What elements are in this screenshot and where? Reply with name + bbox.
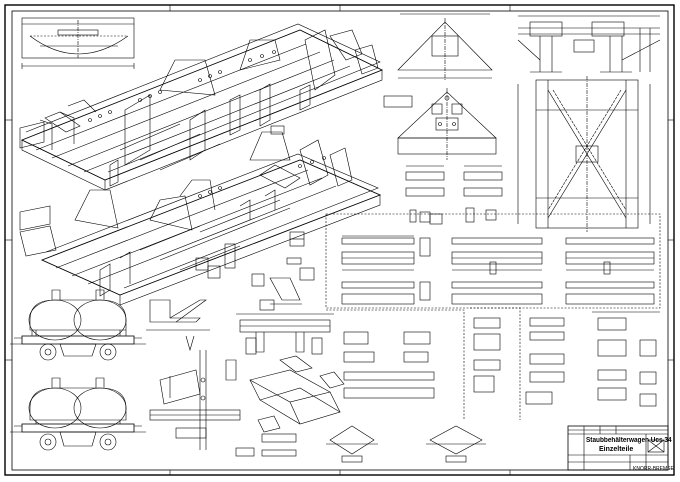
small-parts-bottom-center bbox=[235, 433, 297, 457]
angled-bracket-bottom-right bbox=[426, 425, 486, 463]
title-block bbox=[567, 425, 669, 471]
vertical-post-detail bbox=[149, 350, 241, 450]
beam-detail-top-left bbox=[21, 17, 135, 69]
chassis-frame-isometric-lower bbox=[19, 131, 382, 306]
detail-cluster-middle bbox=[343, 311, 660, 407]
crossmember-isometric bbox=[249, 355, 345, 433]
chassis-frame-isometric-upper bbox=[19, 23, 384, 191]
dashed-region-outline bbox=[325, 213, 661, 420]
long-beam-details bbox=[341, 213, 655, 305]
sheet-border bbox=[4, 4, 675, 476]
frame-elevation-top-right bbox=[517, 15, 661, 73]
tank-wagon-view-lower bbox=[10, 377, 146, 451]
channel-section-center bbox=[236, 313, 334, 355]
small-part-details-middle bbox=[195, 95, 413, 311]
tank-wagon-view-upper bbox=[10, 289, 146, 361]
gusset-plate-upper bbox=[397, 13, 493, 80]
profile-sections-middle bbox=[405, 165, 503, 223]
drawing-title: Staubbehälterwagen Ucs 34 bbox=[586, 437, 672, 444]
gusset-plate-lower bbox=[397, 88, 497, 160]
angled-bracket-bottom-left bbox=[326, 425, 378, 463]
bracket-detail-center-left bbox=[146, 299, 210, 352]
frame-plan-view-x-brace bbox=[517, 76, 651, 232]
company-logo: KNORR-BREMSE bbox=[633, 466, 674, 472]
drawing-subtitle: Einzelteile bbox=[599, 446, 634, 453]
